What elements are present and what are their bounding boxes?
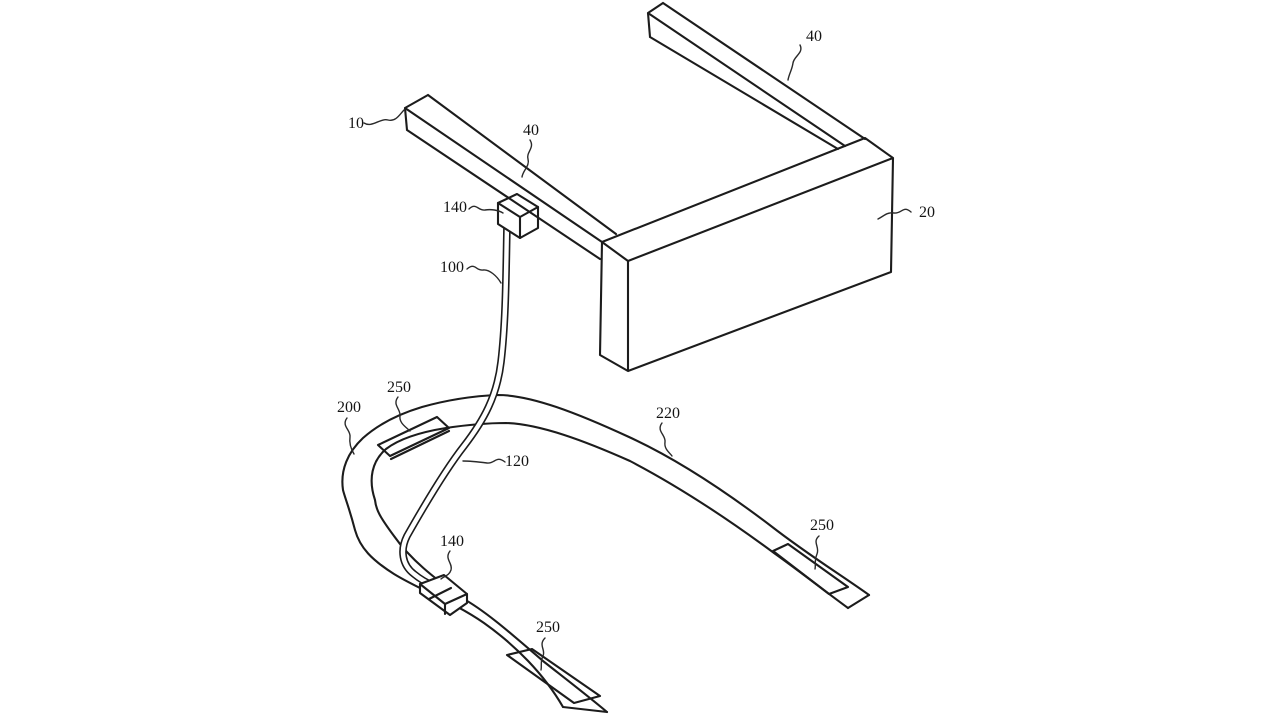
connector-140-frame-edges [496, 201, 540, 240]
leader-40-left [521, 139, 533, 178]
ref-label-250-right: 250 [810, 517, 834, 534]
connector-140-band-body [418, 573, 469, 617]
leader-200 [344, 417, 355, 455]
display-housing-20-outline [598, 136, 895, 373]
ref-label-220: 220 [656, 405, 680, 422]
ref-label-250-bottom: 250 [536, 619, 560, 636]
leader-lines [344, 44, 912, 671]
ref-label-40-left: 40 [523, 122, 539, 139]
headband-inner-edge [370, 421, 850, 714]
connector-140-band [418, 573, 469, 617]
cable-core [400, 224, 510, 589]
ref-label-10: 10 [348, 115, 364, 132]
ref-label-200: 200 [337, 399, 361, 416]
leader-40-right [787, 44, 802, 81]
connector-140-frame [496, 192, 540, 240]
leader-100 [466, 265, 502, 284]
leader-10 [363, 109, 405, 126]
frame [403, 1, 895, 373]
leader-140-top [468, 205, 504, 214]
leader-140-bottom [440, 550, 452, 580]
cable [399, 224, 511, 590]
ref-label-140-top: 140 [443, 199, 467, 216]
frame-left-arm-40 [403, 93, 618, 261]
ref-label-20: 20 [919, 204, 935, 221]
ref-label-250-top: 250 [387, 379, 411, 396]
headband-end-edges [561, 593, 871, 714]
leader-250-right [814, 535, 820, 570]
ref-label-40-right: 40 [806, 28, 822, 45]
patch-250-right [771, 542, 850, 596]
connector-140-band-edges [418, 582, 469, 616]
leader-250-bottom [540, 637, 546, 671]
ref-label-100: 100 [440, 259, 464, 276]
ref-label-120: 120 [505, 453, 529, 470]
frame-right-arm-40 [646, 1, 867, 151]
reference-numerals: 10 40 40 20 140 100 200 250 120 220 140 … [337, 28, 935, 636]
patch-250-top [376, 415, 451, 461]
leader-20 [877, 208, 912, 220]
patch-250-bottom [505, 647, 602, 705]
ref-label-140-bottom: 140 [440, 533, 464, 550]
leader-250-top [395, 396, 411, 432]
leader-220 [659, 422, 673, 457]
headband [341, 393, 871, 714]
leader-120 [462, 458, 506, 464]
